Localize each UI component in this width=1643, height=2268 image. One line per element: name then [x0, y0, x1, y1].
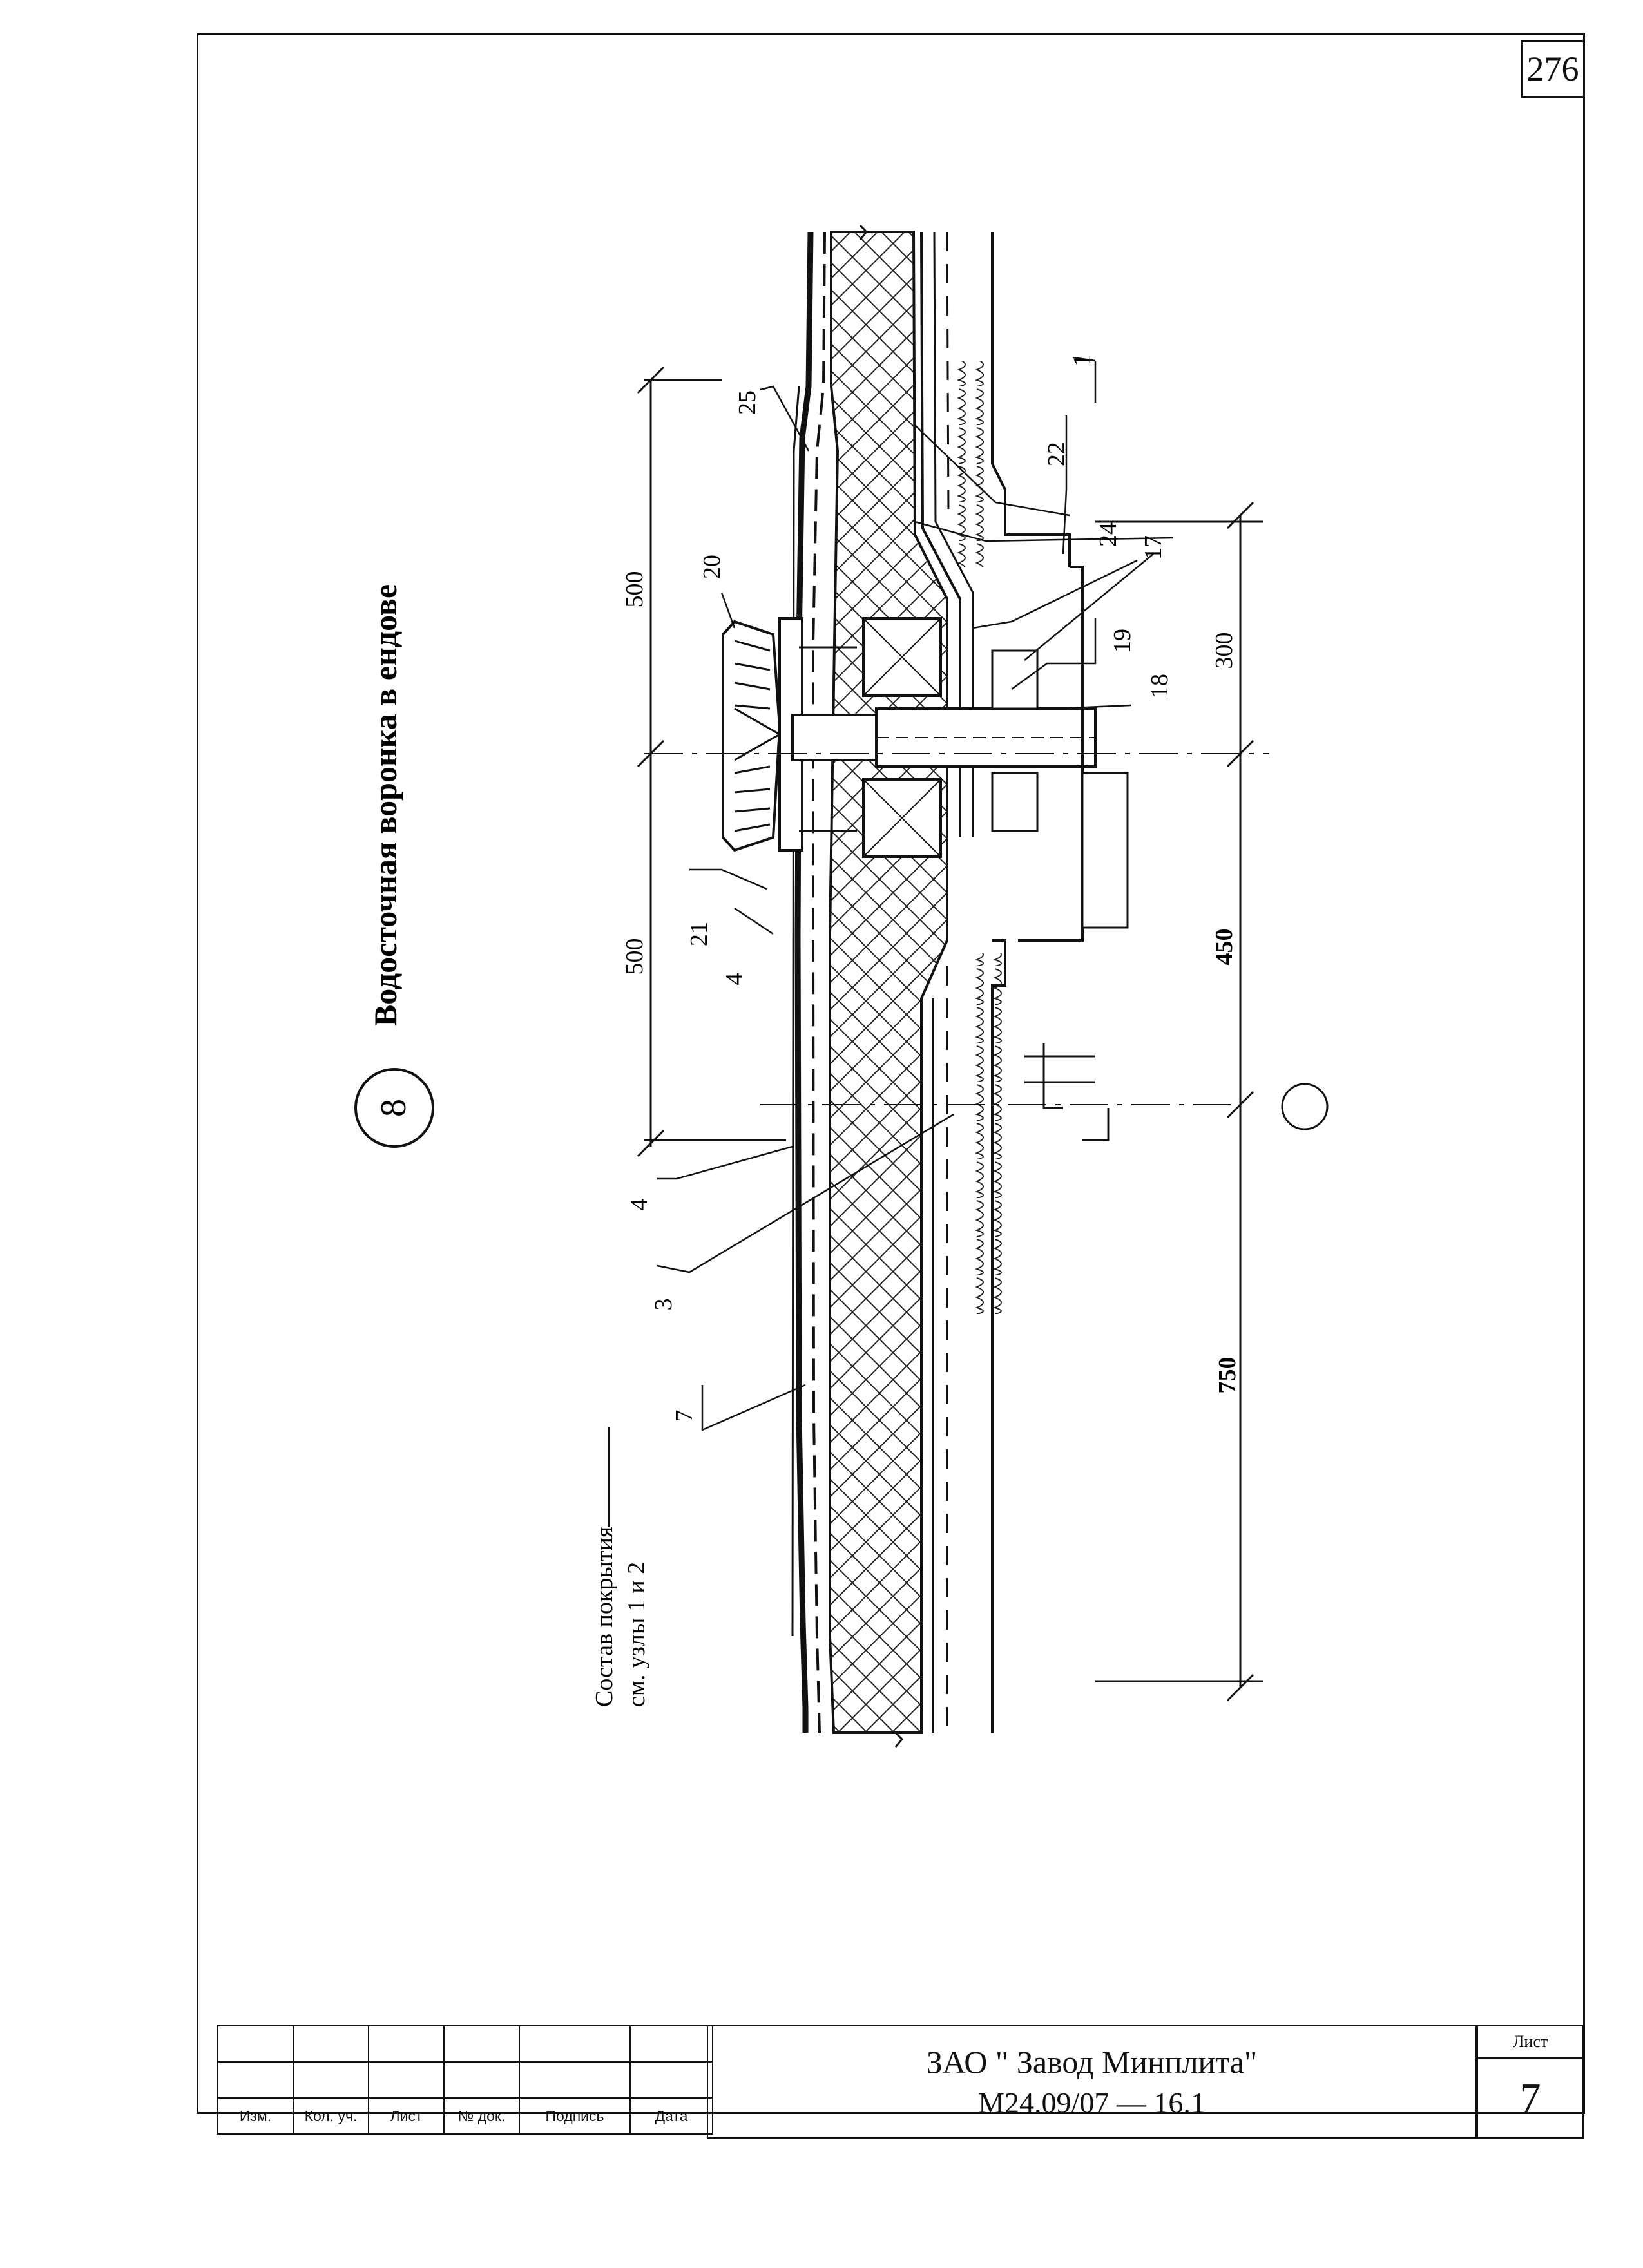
dimension-lines [637, 366, 1263, 1702]
sheet-label: Лист [1478, 2026, 1582, 2059]
callout-7: 7 [671, 1410, 698, 1422]
header-kol-uch: Кол. уч. [293, 2097, 369, 2135]
axis-lines [644, 753, 1269, 1105]
callout-1: 1 [1069, 355, 1096, 367]
dimension-750: 750 [1214, 1357, 1241, 1394]
callout-22: 22 [1043, 442, 1070, 466]
mineral-wool-lower [970, 953, 1005, 1314]
callout-25: 25 [734, 390, 761, 415]
callout-21: 21 [686, 922, 713, 946]
rigid-insulation [829, 231, 948, 1734]
title-block: Изм. Кол. уч. Лист № док. Подпись Дата З… [217, 2025, 1585, 2141]
dimension-450: 450 [1211, 929, 1238, 966]
callout-17: 17 [1140, 535, 1167, 560]
callout-leaders [608, 356, 1173, 1527]
sheet-number: 7 [1519, 2075, 1541, 2122]
document-title-box: ЗАО " Завод Минплита" М24.09/07 — 16.1 [707, 2025, 1477, 2139]
leaf-guard [722, 620, 782, 852]
dimension-500-top: 500 [621, 571, 648, 608]
drawing-frame [197, 33, 1585, 2114]
revision-table: Изм. Кол. уч. Лист № док. Подпись Дата [217, 2025, 713, 2135]
node-number: 8 [374, 1099, 414, 1117]
callout-20: 20 [698, 555, 725, 579]
mineral-wool-upper [957, 361, 992, 567]
sheet-number-box: Лист 7 [1477, 2025, 1584, 2139]
callout-18: 18 [1146, 674, 1173, 698]
header-list: Лист [368, 2097, 445, 2135]
node-number-circle [354, 1068, 434, 1148]
page-number: 276 [1521, 40, 1585, 98]
dimension-300: 300 [1211, 633, 1238, 669]
header-izm: Изм. [217, 2097, 294, 2135]
header-signature: Подпись [519, 2097, 631, 2135]
grid-axis-marker [1281, 1083, 1329, 1130]
header-date: Дата [629, 2097, 713, 2135]
callout-4-lower: 4 [626, 1199, 653, 1211]
header-doc-no: № док. [443, 2097, 520, 2135]
callout-24: 24 [1095, 522, 1122, 547]
drawing-title: Водосточная воронка в ендове [367, 584, 403, 1026]
callout-19: 19 [1109, 629, 1136, 653]
membrane-layer [794, 231, 814, 1733]
note-line-2: см. узлы 1 и 2 [623, 1562, 650, 1707]
callout-3: 3 [650, 1299, 677, 1311]
document-code: М24.09/07 — 16.1 [978, 2086, 1206, 2119]
note-line-1: Состав покрытия [591, 1527, 618, 1707]
callout-4-upper: 4 [721, 973, 748, 986]
company-name: ЗАО " Завод Минплита" [926, 2044, 1258, 2080]
roof-layers [791, 224, 1071, 1748]
dimension-500-bottom: 500 [621, 939, 648, 975]
